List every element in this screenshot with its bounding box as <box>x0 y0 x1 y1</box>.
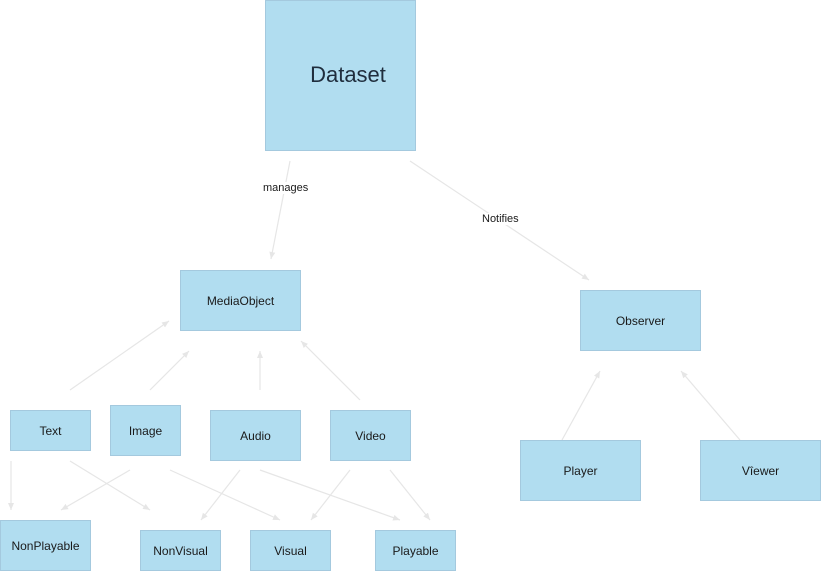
edge-viewer-observer <box>680 370 741 441</box>
edge-image-nonplayable <box>60 469 131 511</box>
node-dataset[interactable]: Dataset <box>265 0 416 151</box>
node-image[interactable]: Image <box>110 405 181 456</box>
node-viewer-label: Vîewer <box>741 463 780 478</box>
node-playable[interactable]: Playable <box>375 530 456 571</box>
edge-video-mediaobject <box>300 340 361 401</box>
edge-text-mediaobject <box>69 320 170 391</box>
node-nonvisual[interactable]: NonVisual <box>140 530 221 571</box>
node-audio[interactable]: Audio <box>210 410 301 461</box>
node-dataset-label: Dataset <box>310 61 386 87</box>
node-player[interactable]: Player <box>520 440 641 501</box>
edge-label-notifies: Notifies <box>482 213 519 225</box>
edge-label-manages: manages <box>263 182 309 194</box>
node-nonplayable[interactable]: NonPlayable <box>0 520 91 571</box>
node-mediaobject[interactable]: MediaObject <box>180 270 301 331</box>
edge-video-visual <box>310 469 351 521</box>
node-visual-label: Visual <box>274 543 307 558</box>
node-text[interactable]: Text <box>10 410 91 451</box>
node-visual[interactable]: Visual <box>250 530 331 571</box>
node-video[interactable]: Video <box>330 410 411 461</box>
edge-image-visual <box>169 469 281 521</box>
node-observer[interactable]: Observer <box>580 290 701 351</box>
node-image-label: Image <box>128 423 163 438</box>
node-audio-label: Audio <box>240 428 271 443</box>
node-playable-label: Playable <box>392 543 439 558</box>
edge-text-nonvisual <box>69 460 151 511</box>
node-mediaobject-label: MediaObject <box>206 293 275 308</box>
node-nonvisual-label: NonVisual <box>153 543 208 558</box>
node-text-label: Text <box>39 423 62 438</box>
node-viewer[interactable]: Vîewer <box>700 440 821 501</box>
edge-video-playable <box>389 469 431 521</box>
edge-player-observer <box>561 370 601 441</box>
node-player-label: Player <box>563 463 598 478</box>
edge-audio-nonvisual <box>200 469 241 521</box>
edge-dataset-mediaobject <box>269 160 291 260</box>
node-observer-label: Observer <box>615 313 666 328</box>
edge-image-mediaobject <box>149 350 190 391</box>
node-nonplayable-label: NonPlayable <box>11 538 80 553</box>
node-video-label: Video <box>355 428 386 443</box>
